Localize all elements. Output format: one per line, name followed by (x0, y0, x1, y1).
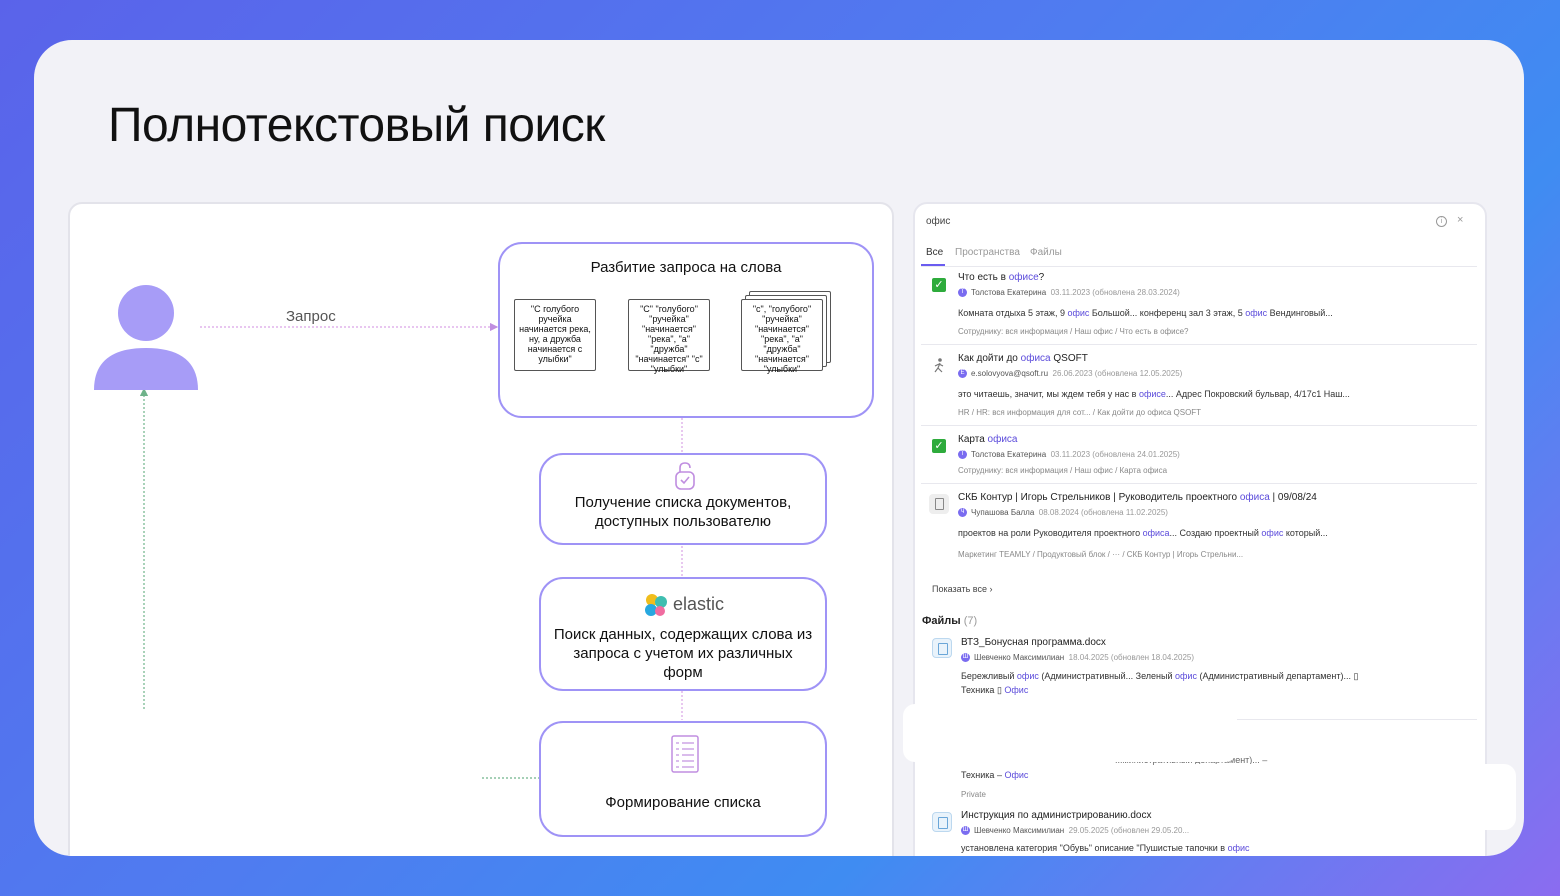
split-step-3: "с", "голубого" "ручейка" "начинается" "… (741, 299, 823, 374)
result-divider (921, 483, 1477, 484)
file-visibility: Private (961, 790, 986, 799)
list-box-text: Формирование списка (605, 794, 761, 811)
file-snippet: Техника ▯ Офис (961, 685, 1029, 695)
file-snippet: Техника – Офис (961, 770, 1029, 780)
chevron-right-icon: › (989, 584, 993, 594)
tab-all[interactable]: Все (926, 247, 944, 258)
file-name[interactable]: Инструкция по администрированию.docx (961, 810, 1152, 821)
tab-files[interactable]: Файлы (1030, 247, 1062, 258)
avatar: E (958, 369, 967, 379)
tabs-divider (921, 266, 1477, 267)
form-list-box: Формирование списка (539, 721, 827, 837)
slide: Полнотекстовый поиск (34, 40, 1524, 856)
access-docs-box: Получение списка документов, доступных п… (539, 453, 827, 545)
result-breadcrumb[interactable]: Маркетинг TEAMLY / Продуктовый блок / ··… (958, 550, 1244, 559)
file-name[interactable]: ВТЗ_Бонусная программа.docx (961, 637, 1106, 648)
avatar: Ш (961, 653, 970, 663)
avatar: Ш (961, 826, 970, 836)
result-snippet: проектов на роли Руководителя проектного… (958, 528, 1328, 538)
walking-person-icon (934, 358, 944, 373)
access-box-text: Получение списка документов, доступных п… (574, 494, 792, 530)
search-query-input[interactable]: офис (926, 216, 951, 227)
result-title[interactable]: СКБ Контур | Игорь Стрельников | Руковод… (958, 492, 1317, 503)
avatar: Т (958, 450, 967, 460)
lock-icon (675, 462, 695, 490)
result-title[interactable]: Карта офиса (958, 434, 1018, 445)
check-icon: ✓ (932, 439, 946, 453)
result-divider (921, 344, 1477, 345)
elastic-logo-icon (645, 594, 667, 616)
check-icon: ✓ (932, 278, 946, 292)
diagram-panel: Запрос Разбитие запроса на слова "С голу… (68, 202, 894, 856)
result-breadcrumb[interactable]: HR / HR: вся информация для сот... / Как… (958, 408, 1202, 417)
docx-file-icon (932, 638, 952, 658)
close-icon[interactable]: × (1457, 214, 1464, 226)
file-snippet: установлена категория "Обувь" описание "… (961, 843, 1250, 853)
search-box-text: Поиск данных, содержащих слова из запрос… (553, 626, 813, 681)
result-snippet: Комната отдыха 5 этаж, 9 офис Большой...… (958, 308, 1333, 318)
files-section-header: Файлы (7) (922, 615, 978, 627)
avatar: Ч (958, 508, 967, 518)
result-breadcrumb[interactable]: Сотруднику: вся информация / Наш офис / … (958, 466, 1168, 475)
show-all-button[interactable]: Показать все › (932, 584, 993, 594)
tab-all-underline (921, 264, 945, 266)
tab-spaces[interactable]: Пространства (955, 247, 1020, 258)
avatar: Т (958, 288, 967, 298)
split-box-title: Разбитие запроса на слова (590, 259, 782, 276)
result-title[interactable]: Что есть в офисе? (958, 272, 1045, 283)
overlay-patch (1184, 764, 1516, 830)
info-icon[interactable]: i (1436, 216, 1447, 227)
checklist-icon (671, 735, 699, 773)
page-title: Полнотекстовый поиск (108, 99, 605, 152)
overlay-patch (903, 704, 1237, 762)
result-snippet: это читаешь, значит, мы ждем тебя у нас … (958, 389, 1350, 399)
file-snippet: Бережливый офис (Административный... Зел… (961, 671, 1359, 681)
page-icon (929, 494, 949, 514)
user-avatar-icon (94, 285, 198, 390)
result-title[interactable]: Как дойти до офиса QSOFT (958, 353, 1088, 364)
result-divider (921, 425, 1477, 426)
elastic-logo-text: elastic (673, 594, 725, 614)
split-step-1: "С голубого ручейка начинается река, ну,… (514, 299, 596, 371)
split-step-2: "С" "голубого" "ручейка" "начинается" "р… (628, 299, 710, 374)
docx-file-icon (932, 812, 952, 832)
elastic-search-box: elastic Поиск данных, содержащих слова и… (539, 577, 827, 691)
result-breadcrumb[interactable]: Сотруднику: вся информация / Наш офис / … (958, 327, 1189, 336)
request-label: Запрос (286, 308, 336, 325)
